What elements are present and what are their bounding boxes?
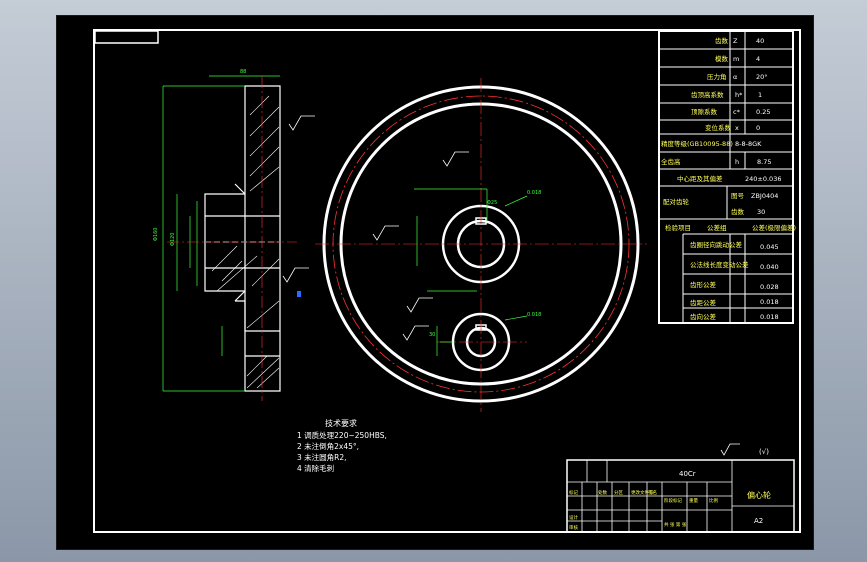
title-cell-10: 共 张 第 张	[664, 521, 687, 528]
param-val-12: 0.045	[760, 243, 779, 251]
param-sym-1: m	[733, 55, 739, 63]
cad-drawing: 88 Φ160 Φ120 Φ25 30 0.018 0.018 技术要求 1 调…	[93, 29, 801, 533]
roughness-note-text: (√)	[759, 448, 769, 456]
title-cell-7: 比例	[709, 497, 718, 504]
param-val-1: 4	[756, 55, 760, 63]
dim-label-ecc: 30	[429, 332, 435, 338]
param-val-4: 0.25	[756, 108, 770, 116]
dim-label-mid: Φ120	[170, 233, 176, 246]
tech-req-title: 技术要求	[325, 418, 357, 428]
dim-label-bore: Φ25	[487, 200, 497, 206]
param-val-11: 公差(极限偏差)	[752, 223, 796, 232]
param-val-13: 0.040	[760, 263, 779, 271]
drawing-canvas[interactable]: 88 Φ160 Φ120 Φ25 30 0.018 0.018 技术要求 1 调…	[56, 15, 814, 550]
title-cell-0: 标记	[569, 489, 578, 496]
gear-parameter-table: 齿数 Z 40 模数 m 4 压力角 α 20° 齿顶高系数 h* 1 顶隙系数…	[658, 30, 796, 324]
param-label-13: 公法线长度变动公差	[690, 260, 749, 269]
param-label-9: 配对齿轮	[663, 197, 690, 206]
title-cell-6: 重量	[689, 497, 698, 504]
param-sym-7: h	[735, 158, 739, 166]
param-val-5: 0	[756, 124, 760, 132]
param-label-2: 压力角	[707, 72, 727, 81]
param-val-14: 0.028	[760, 283, 779, 291]
cursor-marker	[297, 291, 301, 297]
frame-corner-box	[94, 30, 159, 44]
param-val-16: 0.018	[760, 313, 779, 321]
dim-label-left: Φ160	[153, 228, 159, 241]
param-val-8: 240±0.036	[745, 175, 781, 183]
drawing-frame	[93, 29, 801, 533]
param-label-12: 齿圈径向跳动公差	[690, 240, 743, 249]
roughness-note: (√)	[720, 443, 769, 456]
title-part-name: 偏心轮	[747, 490, 771, 500]
param-val-3: 1	[758, 91, 762, 99]
param-val-9b: 30	[757, 208, 765, 216]
param-sym-4: c*	[733, 108, 741, 116]
tech-req-1: 1 调质处理220~250HBS,	[297, 430, 387, 440]
title-material: 40Cr	[679, 470, 696, 478]
param-label-1: 模数	[715, 54, 729, 63]
param-val-15: 0.018	[760, 298, 779, 306]
param-label-0: 齿数	[715, 36, 729, 45]
title-block: 40Cr 偏心轮 A2 标记 处数 分区 更改文件号 签名 阶段标记 重量 比例…	[566, 459, 795, 533]
title-sheet-size: A2	[754, 517, 763, 525]
param-label-6: 精度等级(GB10095-88)	[661, 139, 733, 148]
param-label-14: 齿形公差	[690, 280, 717, 289]
param-sym-0: Z	[733, 37, 738, 45]
param-val-6: 8-8-8GK	[735, 140, 762, 148]
param-label-11: 检验项目	[665, 223, 691, 232]
gear-section-view	[162, 75, 301, 401]
tech-req-3: 3 未注圆角R2,	[297, 452, 347, 462]
param-label-16: 齿向公差	[690, 312, 717, 321]
title-cell-2: 分区	[614, 489, 623, 496]
dimension-labels: 88 Φ160 Φ120 Φ25 30 0.018 0.018	[153, 69, 541, 338]
title-cell-1: 处数	[598, 489, 607, 496]
tech-req-4: 4 清除毛刺	[297, 463, 334, 473]
title-cell-8: 设计	[569, 514, 578, 521]
param-label-8: 中心距及其偏差	[677, 174, 723, 183]
param-val-7: 8.75	[757, 158, 771, 166]
param-sym-11: 公差组	[707, 223, 727, 232]
dim-label-tol-a: 0.018	[527, 190, 541, 196]
param-sub-9b: 齿数	[731, 207, 745, 216]
dim-label-tol-b: 0.018	[527, 312, 541, 318]
tech-req-2: 2 未注倒角2x45°,	[297, 441, 359, 451]
param-label-5: 变位系数	[705, 123, 732, 132]
param-label-4: 顶隙系数	[691, 107, 718, 116]
title-cell-9: 审核	[569, 524, 578, 531]
param-sym-2: α	[733, 73, 737, 81]
gear-front-view	[282, 78, 647, 412]
dim-label-top: 88	[240, 69, 246, 75]
param-val-9a: ZBJ0404	[751, 192, 778, 200]
param-label-3: 齿顶高系数	[691, 90, 724, 99]
param-val-2: 20°	[756, 73, 768, 81]
tech-requirements: 技术要求 1 调质处理220~250HBS, 2 未注倒角2x45°, 3 未注…	[297, 418, 387, 473]
param-sym-5: x	[735, 124, 739, 132]
param-label-15: 齿距公差	[690, 298, 717, 307]
title-cell-4: 签名	[648, 489, 657, 496]
param-sym-3: h*	[735, 91, 743, 99]
param-val-0: 40	[756, 37, 764, 45]
title-cell-5: 阶段标记	[664, 497, 682, 504]
param-label-7: 全齿高	[661, 157, 681, 166]
param-sub-9a: 图号	[731, 192, 745, 200]
title-cell-3: 更改文件号	[631, 489, 654, 496]
